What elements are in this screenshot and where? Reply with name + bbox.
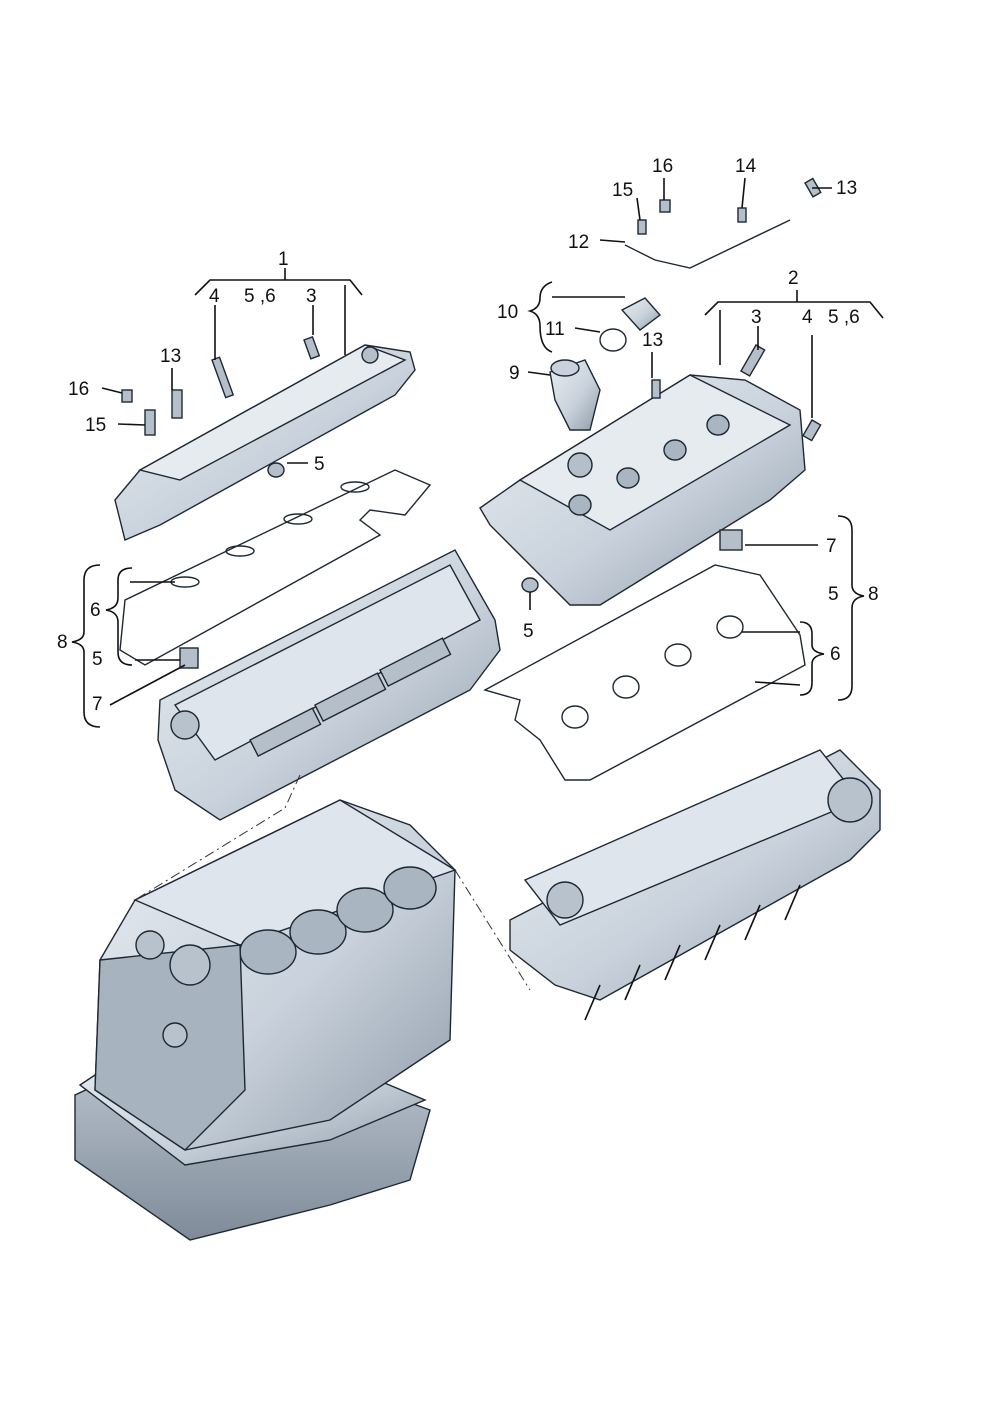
callout-16-right: 16 [652, 156, 673, 177]
right-cylinder-head [509, 749, 881, 1021]
engine-block [74, 799, 457, 1241]
callout-4-left: 4 [209, 286, 220, 307]
right-valve-cover [479, 374, 806, 606]
right-small-parts [521, 177, 822, 593]
callout-5-right-gasket: 5 [828, 584, 839, 605]
spark-plug-holes [568, 414, 730, 516]
callout-5-6-right: 5 ,6 [828, 307, 860, 328]
callout-14: 14 [735, 156, 757, 177]
callout-5-left-gasket: 5 [92, 649, 103, 670]
callout-7-right: 7 [826, 536, 837, 557]
callout-7-left: 7 [92, 694, 103, 715]
callout-6-right: 6 [830, 644, 841, 665]
callout-10: 10 [497, 302, 518, 323]
callout-5-6-left: 5 ,6 [244, 286, 276, 307]
callout-15-left: 15 [85, 415, 106, 436]
left-small-parts [121, 336, 321, 669]
callout-3-right: 3 [751, 307, 762, 328]
callout-15-right: 15 [612, 180, 633, 201]
head-studs [584, 884, 801, 1021]
callout-1: 1 [278, 249, 289, 270]
callout-13-top: 13 [836, 178, 857, 199]
assembly-line-right [454, 869, 531, 991]
callout-6-left: 6 [90, 600, 101, 621]
callout-5-left-cover: 5 [314, 454, 325, 475]
callout-5-right-cover: 5 [523, 621, 534, 642]
callout-9: 9 [509, 363, 520, 384]
callout-2: 2 [788, 268, 799, 289]
leader-lines [71, 177, 884, 728]
callout-13-left: 13 [160, 346, 181, 367]
callout-13-right: 13 [642, 330, 663, 351]
callout-12: 12 [568, 232, 589, 253]
right-gasket [483, 564, 806, 781]
callout-8-right: 8 [868, 584, 879, 605]
callout-16-left: 16 [68, 379, 89, 400]
left-cylinder-head [157, 549, 501, 821]
callout-3-left: 3 [306, 286, 317, 307]
callout-8-left: 8 [57, 632, 68, 653]
callout-11: 11 [545, 319, 565, 340]
callout-4-right: 4 [802, 307, 813, 328]
cylinder-bores [239, 866, 437, 975]
callout-labels: 1 4 5 ,6 3 13 16 15 5 6 8 5 7 16 14 15 1… [57, 156, 879, 715]
left-valve-cover [114, 344, 416, 541]
